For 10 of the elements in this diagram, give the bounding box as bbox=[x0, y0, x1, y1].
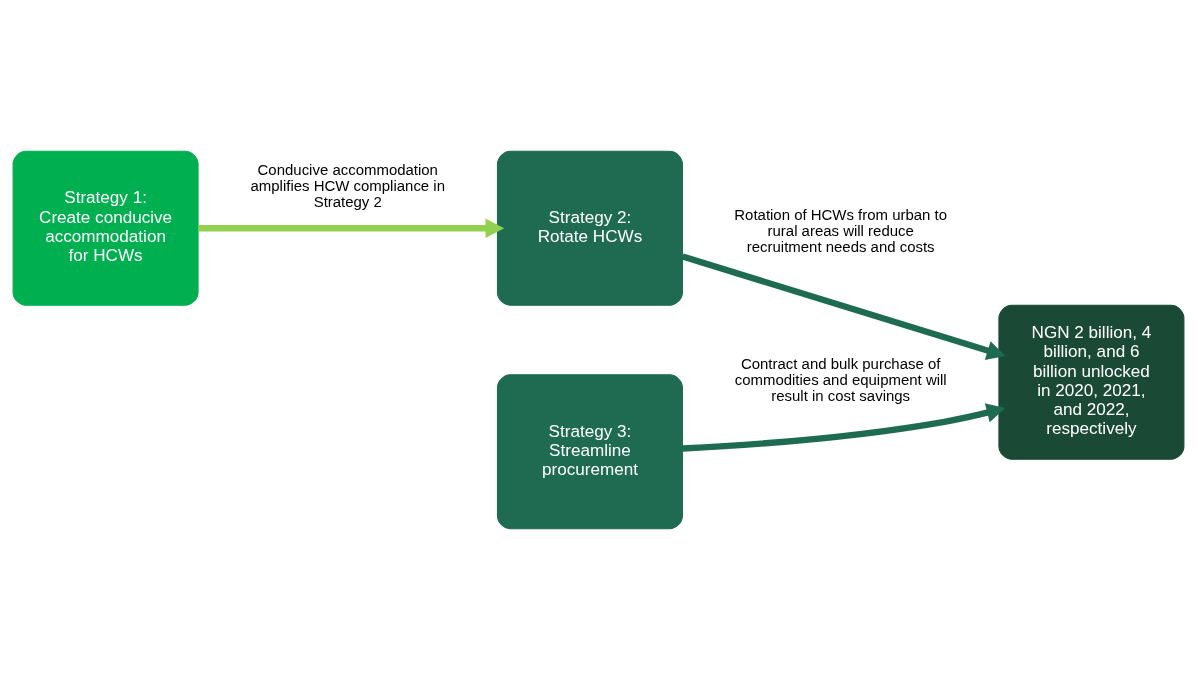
node-box: NGN 2 billion, 4 billion, and 6 billion unlocked in 2020, 2021, and 2022, respectively bbox=[998, 304, 1185, 460]
edge-label: Contract and bulk purchase of commodities and equipment will result in cost savings bbox=[734, 354, 947, 404]
edge-label: Rotation of HCWs from urban to rural areas will reduce recruitment needs and costs bbox=[734, 205, 948, 255]
node-box: Strategy 3: Streamline procurement bbox=[496, 374, 683, 530]
arrow bbox=[681, 253, 1006, 360]
edge-label: Conducive accommodation amplifies HCW compliance in Strategy 2 bbox=[250, 161, 445, 211]
node-box: Strategy 1: Create conducive accommodation for HCWs bbox=[12, 150, 199, 306]
arrow bbox=[682, 403, 1006, 452]
arrow bbox=[198, 218, 505, 239]
node-box: Strategy 2: Rotate HCWs bbox=[496, 150, 683, 306]
